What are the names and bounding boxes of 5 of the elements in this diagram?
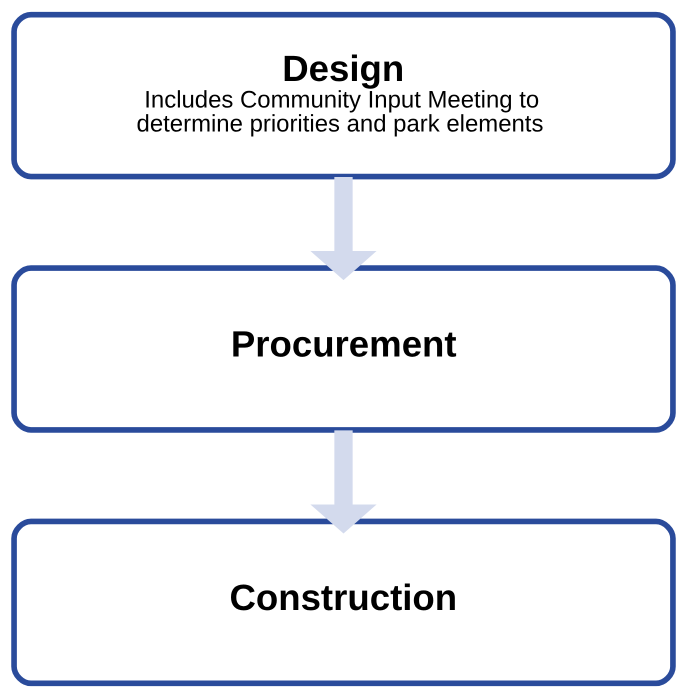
- node-box: Procurement: [11, 265, 676, 433]
- arrow: [310, 430, 377, 534]
- arrow: [310, 176, 377, 280]
- node-box: Construction: [11, 518, 676, 686]
- node-box: Design Includes Community Input Meeting to determine priorities and park elements: [11, 12, 676, 180]
